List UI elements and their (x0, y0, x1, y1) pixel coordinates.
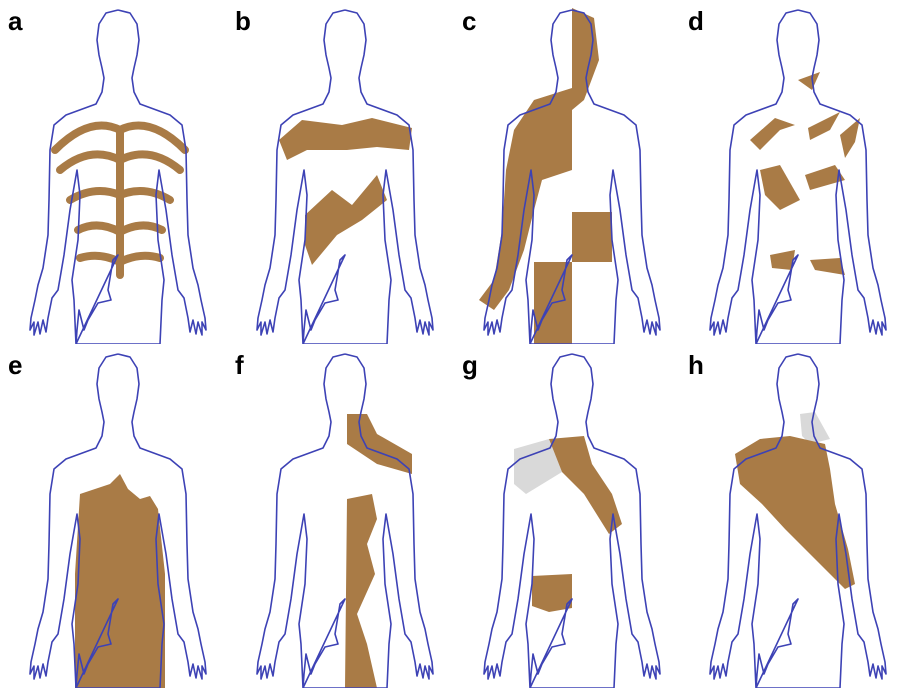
body-diagram (227, 344, 454, 688)
panel-g: g (454, 344, 681, 688)
lesion-pattern (479, 8, 612, 344)
body-diagram (454, 0, 681, 344)
body-diagram (680, 344, 907, 688)
lesion-pattern (345, 414, 412, 688)
body-outline (710, 10, 886, 344)
panel-h: h (680, 344, 907, 688)
body-diagram (680, 0, 907, 344)
lesion-patch (750, 118, 795, 150)
body-diagram (0, 0, 227, 344)
body-outline (257, 354, 433, 688)
panel-letter: g (462, 352, 478, 378)
panel-e: e (0, 344, 227, 688)
lesion-patch (760, 165, 800, 210)
body-diagram (454, 344, 681, 688)
lesion-patch (798, 72, 820, 90)
body-diagram (0, 344, 227, 688)
panel-letter: f (235, 352, 244, 378)
lesion-patch (808, 112, 840, 140)
lesion-pattern (750, 72, 860, 275)
lesion-patch (805, 165, 845, 190)
lesion-patch (572, 8, 599, 110)
panel-c: c (454, 0, 681, 344)
panel-f: f (227, 344, 454, 688)
panel-d: d (680, 0, 907, 344)
body-diagram (227, 0, 454, 344)
lesion-patch (279, 118, 412, 160)
lesion-patch (305, 175, 387, 265)
lesion-patch (347, 414, 412, 474)
body-outline (257, 10, 433, 344)
lesion-patch (840, 118, 860, 158)
panel-letter: b (235, 8, 251, 34)
lesion-pattern (55, 126, 185, 276)
lesion-patch (549, 436, 622, 534)
lesion-patch (572, 212, 612, 262)
lesion-patch (345, 494, 377, 688)
lesion-pattern (75, 474, 165, 688)
panel-letter: c (462, 8, 476, 34)
lesion-patch (75, 474, 165, 688)
panel-letter: d (688, 8, 704, 34)
lesion-pattern (514, 436, 622, 612)
lesion-patch (810, 258, 845, 275)
panel-b: b (227, 0, 454, 344)
lesion-pattern (279, 118, 412, 265)
panel-letter: a (8, 8, 22, 34)
panel-letter: e (8, 352, 22, 378)
panel-letter: h (688, 352, 704, 378)
panel-a: a (0, 0, 227, 344)
body-outline (484, 354, 660, 688)
